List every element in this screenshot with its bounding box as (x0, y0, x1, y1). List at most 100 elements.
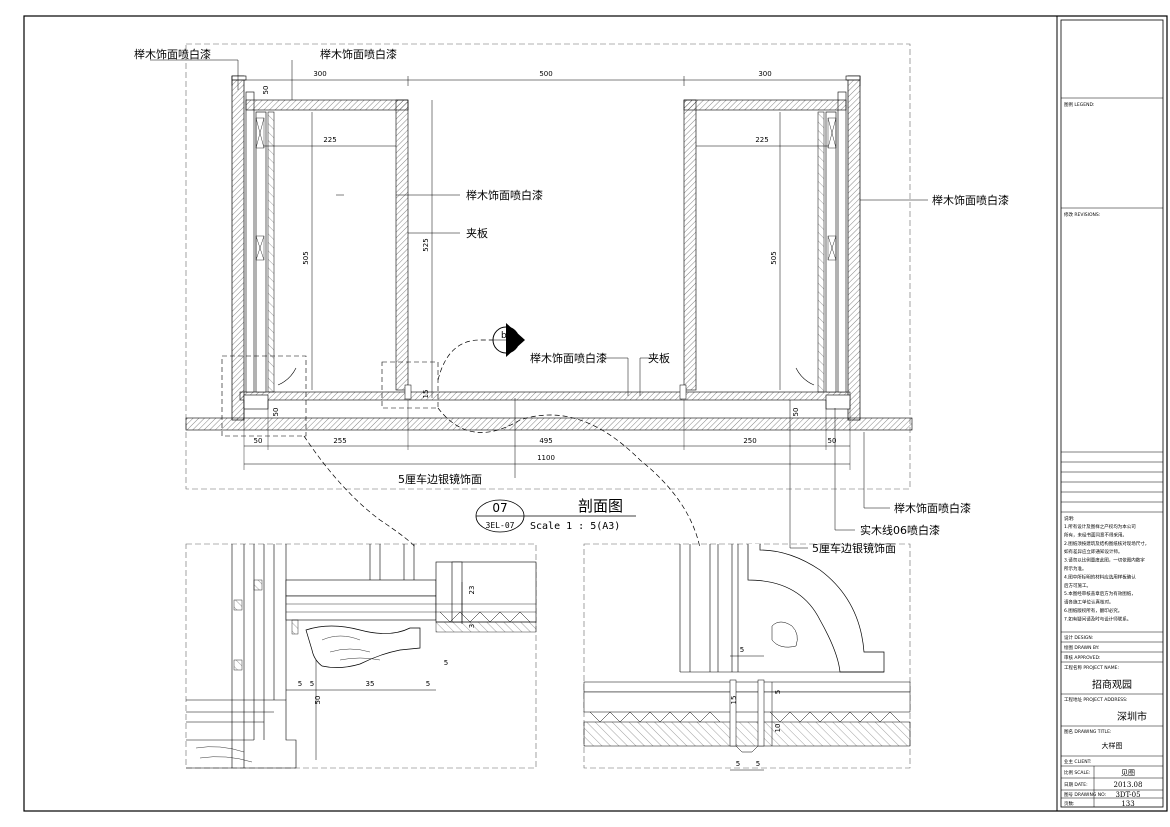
label-beech-top-mid: 榉木饰面喷白漆 (320, 47, 397, 61)
drawing-title: 07 3EL-07 剖面图 Scale 1 : 5(A3) (475, 497, 636, 533)
title-strip (1060, 19, 1164, 808)
detail-callout-b (381, 361, 439, 409)
left-inner-wall (395, 99, 409, 391)
drawing-no-label: 图号 DRAWING NO: (1064, 792, 1106, 798)
client-label: 业主 CLIENT: (1064, 758, 1091, 765)
label-mirror-bottom: 5厘车边银镜饰面 (398, 472, 482, 486)
sheet-border (23, 15, 1168, 812)
revision-label: 修改 REVISIONS: (1064, 211, 1100, 218)
bottom-dimensions: 50 255 495 250 50 1100 50 50 15 (243, 390, 851, 470)
dim-bottom-1: 50 (254, 437, 263, 445)
page-value: 133 (1121, 800, 1134, 808)
detail-b: 5 5 15 5 10 5 (583, 543, 911, 771)
note-line: 请各施工单位认真核对。 (1064, 599, 1114, 606)
detail-a-dim-1: 5 (298, 680, 302, 688)
dim-right-width: 225 (755, 136, 768, 144)
label-beech-top-left: 榉木饰面喷白漆 (134, 47, 211, 61)
dim-top-3: 300 (758, 70, 771, 78)
drawn-label: 绘图 DRAWN BY: (1064, 644, 1099, 651)
note-line: 后方可施工。 (1064, 582, 1091, 589)
label-beech-center: 榉木饰面喷白漆 (530, 351, 607, 365)
detail-b-dim-6: 5 (756, 760, 760, 768)
label-plywood-left: 夹板 (466, 226, 488, 240)
date-value: 2013.08 (1114, 781, 1143, 789)
label-mirror-bottom-right: 5厘车边银镜饰面 (812, 541, 896, 555)
label-solid-wood-line: 实木线06喷白漆 (860, 523, 940, 537)
notes-label: 说明: (1064, 515, 1075, 522)
main-view-frame (185, 43, 911, 490)
project-address-label: 工程地址 PROJECT ADDRESS: (1064, 696, 1128, 703)
title-scale: Scale 1 : 5(A3) (530, 521, 620, 532)
note-line: 4.图中所标明的材料应选用样板确认 (1064, 573, 1136, 580)
detail-a-dim-4: 5 (426, 680, 430, 688)
date-label: 日期 DATE: (1064, 782, 1088, 788)
dim-mid-height: 525 (422, 238, 430, 251)
detail-callout-a (221, 355, 307, 437)
project-name: 招商观园 (1092, 678, 1132, 691)
detail-b-dim-3: 15 (730, 696, 738, 705)
label-beech-right: 榉木饰面喷白漆 (932, 193, 1009, 207)
approved-label: 审核 APPROVED: (1064, 654, 1100, 661)
floor-slab (185, 417, 913, 431)
dim-bottom-3: 495 (539, 437, 552, 445)
note-line: 5.本图经审核盖章后方为有效图纸， (1064, 590, 1136, 597)
label-plywood-center: 夹板 (648, 351, 670, 365)
inner-dimensions: 225 225 505 525 505 (264, 100, 828, 398)
note-line: 所示为准。 (1064, 565, 1087, 572)
detail-a-dim-5: 50 (314, 696, 322, 705)
title-number: 07 (492, 501, 507, 515)
detail-b-dim-5: 10 (774, 724, 782, 733)
design-label: 设计 DESIGN: (1064, 634, 1093, 641)
dim-right-height: 505 (770, 251, 778, 264)
section-marker-letter: b (501, 331, 507, 341)
dim-left-height: 505 (302, 251, 310, 264)
title-block-sidebar (1061, 97, 1163, 807)
note-line: 6.图纸版权所有，翻印必究。 (1064, 607, 1122, 614)
leaders (150, 59, 928, 549)
detail-b-dim-4: 5 (774, 690, 782, 694)
section-marker: b (492, 323, 525, 357)
project-address: 深圳市 (1117, 710, 1147, 723)
dim-top-gap: 50 (262, 86, 270, 95)
note-line: 3.请勿以比例量度此图，一切依图内数字 (1064, 557, 1145, 564)
label-beech-left-inner: 榉木饰面喷白漆 (466, 188, 543, 202)
dim-center-small: 15 (422, 390, 430, 399)
dim-bottom-5: 50 (828, 437, 837, 445)
note-line: 2.图纸须按建筑及结构图纸核对现场尺寸， (1064, 540, 1149, 547)
drawing-no-value: 3DT-05 (1115, 791, 1140, 799)
left-outer-wall (231, 75, 245, 421)
dim-top-1: 300 (313, 70, 326, 78)
dim-bottom-4: 250 (743, 437, 756, 445)
detail-a-dim-8: 3 (468, 624, 476, 628)
title-name: 剖面图 (578, 497, 623, 515)
dim-small-left: 50 (272, 408, 280, 417)
drawing-title-label: 图名 DRAWING TITLE: (1064, 728, 1111, 735)
detail-b-dim-1: 5 (740, 646, 744, 654)
dim-bottom-total: 1100 (537, 454, 555, 462)
right-top-panel (683, 99, 847, 111)
label-beech-bottom-right: 榉木饰面喷白漆 (894, 501, 971, 515)
detail-a-dim-3: 35 (366, 680, 375, 688)
dim-top-2: 500 (539, 70, 552, 78)
right-outer-wall (847, 75, 861, 421)
dim-bottom-2: 255 (333, 437, 346, 445)
detail-a-dim-2: 5 (310, 680, 314, 688)
project-name-label: 工程名称 PROJECT NAME: (1064, 664, 1119, 671)
note-line: 如有差异应立即通知设计师。 (1064, 548, 1123, 555)
main-section: b 300 500 300 50 225 225 505 525 505 (134, 47, 1009, 555)
note-line: 所有，未经书面同意不得采用。 (1064, 531, 1127, 538)
top-dimensions: 300 500 300 50 (231, 70, 861, 95)
scale-label: 比例 SCALE: (1064, 769, 1090, 776)
note-line: 7.如有疑问请及时与设计师联系。 (1064, 615, 1131, 622)
dim-left-width: 225 (323, 136, 336, 144)
title-block-text: 图例 LEGEND: 修改 REVISIONS: 说明: 1.所有设计及图样之产… (1064, 101, 1149, 808)
detail-b-dim-2: 5 (736, 760, 740, 768)
drawing-title-value: 大样图 (1102, 741, 1123, 750)
title-sheet-ref: 3EL-07 (486, 521, 515, 530)
detail-a: 5 5 35 5 50 5 23 3 (185, 543, 537, 769)
note-line: 1.所有设计及图样之产权均为本公司 (1064, 523, 1136, 530)
legend-label: 图例 LEGEND: (1064, 101, 1094, 108)
right-inner-wall (683, 99, 697, 391)
